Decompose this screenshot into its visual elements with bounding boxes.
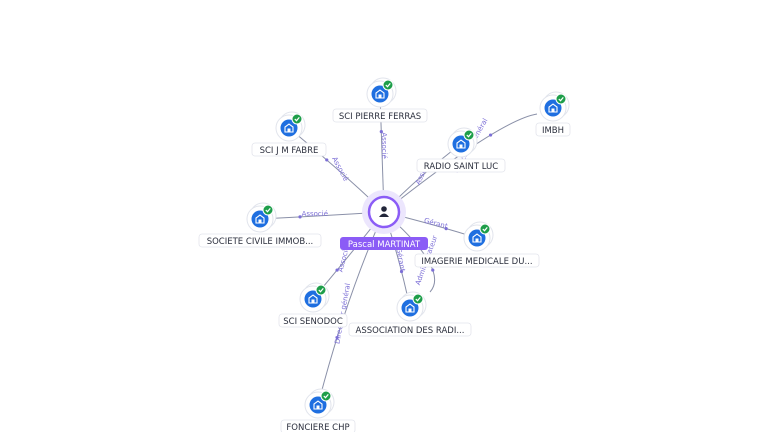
node-label: ASSOCIATION DES RADI...: [356, 326, 465, 336]
building-icon: [472, 233, 482, 243]
center-name: Pascal MARTINAT: [348, 240, 421, 250]
edge-arrow: [488, 133, 493, 137]
building-icon: [313, 400, 323, 410]
building-icon: [375, 89, 385, 99]
node-label-box: [416, 158, 506, 173]
node-label-box: [414, 253, 540, 268]
edge-line: [383, 113, 538, 213]
node-label-box: [198, 233, 322, 248]
edge-arrow: [379, 130, 383, 134]
center-label-box: [340, 237, 428, 250]
node-label: IMBH: [542, 126, 564, 136]
edge-arrow: [335, 268, 339, 272]
company-node[interactable]: SOCIETE CIVILE IMMOB...: [198, 202, 322, 248]
company-node[interactable]: SCI PIERRE FERRAS: [332, 77, 428, 123]
verified-check-icon: [555, 93, 567, 105]
building-icon: [405, 303, 415, 313]
verified-check-icon: [315, 284, 327, 296]
node-label: SOCIETE CIVILE IMMOB...: [207, 237, 314, 247]
person-icon: [379, 206, 389, 217]
edge-arrow: [335, 335, 339, 340]
company-node[interactable]: RADIO SAINT LUC: [416, 127, 506, 173]
verified-check-icon: [262, 204, 274, 216]
edge-label: Associé: [330, 155, 349, 182]
center-person-node[interactable]: Pascal MARTINAT: [340, 190, 428, 250]
company-node[interactable]: SCI SENODOC: [278, 282, 348, 328]
node-label: RADIO SAINT LUC: [424, 162, 498, 172]
building-icon: [255, 214, 265, 224]
node-label: IMAGERIE MEDICALE DU...: [421, 257, 532, 267]
node-label: FONCIERE CHP: [286, 423, 349, 432]
building-icon: [284, 123, 294, 133]
verified-check-icon: [291, 113, 303, 125]
node-label-box: [251, 142, 327, 157]
edge-label: Gérant: [423, 217, 449, 231]
node-label-box: [535, 122, 571, 137]
company-node[interactable]: SCI J M FABRE: [251, 111, 327, 157]
node-label-box: [280, 419, 356, 432]
nodes-layer: SCI PIERRE FERRAS IMBH SCI J M FABRE RADIO …: [198, 77, 571, 432]
verified-check-icon: [479, 223, 491, 235]
node-label: SCI J M FABRE: [260, 146, 319, 156]
edge-label: Gérant: [394, 247, 406, 272]
verified-check-icon: [382, 79, 394, 91]
node-label-box: [332, 108, 428, 123]
building-icon: [308, 294, 318, 304]
node-label-box: [278, 313, 348, 328]
edge-arrow: [444, 226, 448, 231]
building-icon: [456, 139, 466, 149]
edge-arrow: [399, 269, 404, 274]
node-label-box: [348, 322, 472, 337]
company-node[interactable]: FONCIERE CHP: [280, 388, 356, 432]
verified-check-icon: [320, 390, 332, 402]
node-label: SCI SENODOC: [283, 317, 343, 327]
company-node[interactable]: IMBH: [535, 91, 571, 137]
edge-line: [317, 211, 385, 406]
company-node[interactable]: IMAGERIE MEDICALE DU...: [414, 221, 540, 268]
verified-check-icon: [463, 129, 475, 141]
node-label: SCI PIERRE FERRAS: [339, 112, 421, 122]
company-node[interactable]: ASSOCIATION DES RADI...: [348, 291, 472, 337]
edge-label: Associé: [380, 132, 388, 158]
center-ring: [367, 195, 401, 229]
edge-arrow: [431, 268, 435, 272]
edge-arrow: [298, 215, 302, 219]
building-icon: [548, 103, 558, 113]
verified-check-icon: [412, 293, 424, 305]
edge-label: Associé: [302, 210, 328, 218]
edge-arrow: [325, 158, 329, 162]
